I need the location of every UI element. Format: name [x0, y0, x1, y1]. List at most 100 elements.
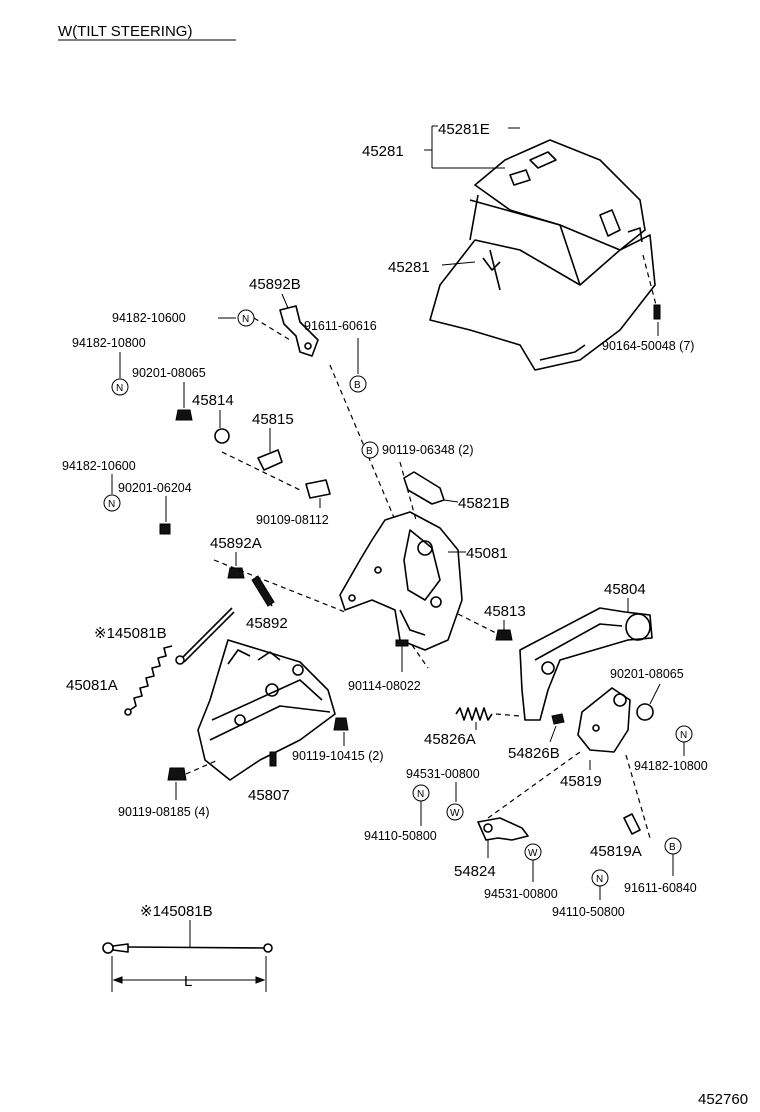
symbol-N-label: N	[596, 874, 603, 885]
label-45813: 45813	[484, 603, 526, 620]
label-45815: 45815	[252, 411, 294, 428]
leader-45892B	[281, 293, 289, 309]
label-94110-50800-upper: 94110-50800	[364, 829, 437, 843]
label-94182-10800-right: 94182-10800	[634, 759, 708, 773]
label-94182-10600-mid: 94182-10600	[62, 459, 136, 473]
dashed-leader	[411, 644, 429, 669]
dashed-leader	[487, 751, 581, 819]
symbol-B-icon	[361, 441, 379, 459]
rod-end-icon	[175, 655, 185, 665]
label-45081A: 45081A	[66, 677, 118, 694]
label-90119-08185: 90119-08185 (4)	[118, 805, 210, 819]
symbol-N-label: N	[417, 789, 424, 800]
label-94182-10600-top: 94182-10600	[112, 311, 186, 325]
label-45826A: 45826A	[424, 731, 476, 748]
spring-45081A-icon	[129, 645, 173, 711]
label-90201-08065-right: 90201-08065	[610, 667, 684, 681]
dashed-leader	[253, 317, 291, 341]
leader-45821B	[443, 499, 459, 503]
label-45281-upper: 45281	[362, 143, 404, 160]
label-45892B: 45892B	[249, 276, 301, 293]
symbol-B-label: B	[669, 842, 676, 853]
rod-145081B-icon	[181, 607, 233, 659]
bracket-45892B-part	[279, 305, 319, 357]
label-94110-50800-lower: 94110-50800	[552, 905, 625, 919]
label-91611-60616: 91611-60616	[304, 319, 377, 333]
dashed-leader	[495, 713, 521, 717]
label-45819A: 45819A	[590, 843, 642, 860]
label-145081B: ※145081B	[94, 625, 167, 642]
bolt-45892-body	[251, 575, 275, 607]
leader-54826B	[549, 725, 557, 743]
washer-90201-icon	[175, 409, 193, 421]
screw-90164-icon	[653, 304, 661, 320]
washer-90201-08065-icon	[636, 703, 654, 721]
diagram-title: W(TILT STEERING)	[58, 23, 192, 40]
label-91611-60840: 91611-60840	[624, 881, 697, 895]
dashed-leader	[329, 364, 396, 521]
lever-54824-part	[477, 817, 529, 841]
dimension-L-label: L	[184, 973, 192, 990]
symbol-N-icon	[103, 494, 121, 512]
symbol-B-label: B	[366, 446, 373, 457]
dashed-leader	[221, 451, 301, 491]
label-90114-08022: 90114-08022	[348, 679, 421, 693]
label-45807: 45807	[248, 787, 290, 804]
label-90164-50048: 90164-50048 (7)	[602, 339, 694, 353]
label-45821B: 45821B	[458, 495, 510, 512]
symbol-N-icon	[111, 378, 129, 396]
washer-90201-06204-icon	[159, 523, 171, 535]
dashed-leader	[457, 613, 499, 635]
label-90119-10415: 90119-10415 (2)	[292, 749, 384, 763]
leader-45281-bracket	[424, 125, 505, 169]
label-45281-lower: 45281	[388, 259, 430, 276]
bolt-90109-icon	[305, 479, 331, 499]
symbol-N-label: N	[242, 314, 249, 325]
dashed-leader	[399, 461, 417, 521]
plate-45815-icon	[257, 449, 283, 471]
spring-hook-icon	[124, 708, 132, 716]
symbol-N-label: N	[108, 499, 115, 510]
link-45819-part	[577, 687, 631, 753]
dashed-leader	[185, 759, 219, 775]
bolt-90119-08185-icon	[167, 767, 187, 781]
rod-145081B-body	[183, 611, 235, 663]
column-cover-part	[429, 139, 656, 371]
symbol-N-label: N	[116, 383, 123, 394]
label-54826B: 54826B	[508, 745, 560, 762]
label-94182-10800-left: 94182-10800	[72, 336, 146, 350]
bolt-45807-icon	[269, 751, 277, 767]
label-90119-06348: 90119-06348 (2)	[382, 443, 474, 457]
label-94531-00800-lower: 94531-00800	[484, 887, 558, 901]
spring-45826A-icon	[455, 707, 493, 721]
label-45892A: 45892A	[210, 535, 262, 552]
label-45892: 45892	[246, 615, 288, 632]
pin-54826B-icon	[551, 713, 565, 725]
rod-145081B-detail	[102, 942, 273, 954]
bolt-90114-icon	[395, 639, 409, 647]
label-45281E: 45281E	[438, 121, 490, 138]
nut-45892A-icon	[227, 567, 245, 579]
label-45819: 45819	[560, 773, 602, 790]
symbol-N-label: N	[680, 730, 687, 741]
symbol-B-label: B	[354, 380, 361, 391]
symbol-W-label: W	[528, 848, 538, 859]
label-45814: 45814	[192, 392, 234, 409]
symbol-W-icon	[446, 803, 464, 821]
dimension-arrow-left-icon	[112, 976, 123, 984]
nut-45813-icon	[495, 629, 513, 641]
label-90201-08065-left: 90201-08065	[132, 366, 206, 380]
dashed-leader	[213, 559, 346, 613]
pin-45819A-icon	[623, 813, 641, 835]
label-94531-00800-upper: 94531-00800	[406, 767, 480, 781]
bushing-45814-icon	[214, 428, 230, 444]
figure-number: 452760	[698, 1091, 748, 1108]
label-45804: 45804	[604, 581, 646, 598]
bolt-90119-10415-icon	[333, 717, 349, 731]
label-90109-08112: 90109-08112	[256, 513, 329, 527]
label-45081: 45081	[466, 545, 508, 562]
dashed-leader	[625, 754, 651, 839]
leader-90201-08065-right	[649, 683, 661, 705]
bracket-45807-part	[197, 639, 336, 781]
